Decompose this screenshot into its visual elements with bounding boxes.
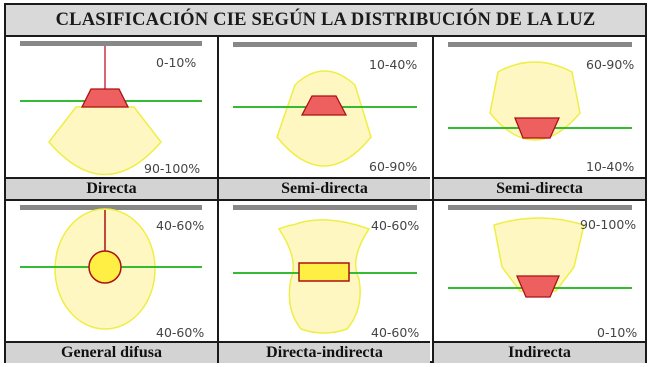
- cell-indirecta: 90-100% 0-10% Indirecta: [434, 201, 647, 363]
- semi-directa-diagram: [233, 42, 417, 167]
- ceiling-bar: [448, 42, 632, 47]
- pct-top: 40-60%: [371, 218, 420, 233]
- pct-bottom: 60-90%: [369, 159, 418, 174]
- luminaire-icon: [298, 262, 350, 282]
- pct-top: 60-90%: [586, 57, 635, 72]
- cell-directa: 0-10% 90-100% Directa: [6, 37, 219, 199]
- luminaire-icon: [88, 250, 122, 284]
- table-title: CLASIFICACIÓN CIE SEGÚN LA DISTRIBUCIÓN …: [6, 5, 645, 37]
- luminaire-icon: [80, 88, 130, 108]
- ceiling-bar: [233, 205, 417, 210]
- cell-label: Indirecta: [434, 341, 645, 363]
- ceiling-bar: [20, 205, 202, 210]
- cell-semi-directa-2: 60-90% 10-40% Semi-directa: [434, 37, 647, 199]
- ceiling-bar: [448, 205, 632, 210]
- pct-bottom: 0-10%: [597, 325, 638, 340]
- cell-label: Directa: [6, 177, 217, 199]
- light-distribution: [48, 106, 162, 176]
- pct-top: 40-60%: [156, 218, 205, 233]
- directa-indirecta-diagram: [233, 205, 417, 334]
- directa-diagram: [20, 41, 202, 176]
- pct-top: 10-40%: [369, 57, 418, 72]
- classification-table: CLASIFICACIÓN CIE SEGÚN LA DISTRIBUCIÓN …: [4, 3, 647, 363]
- cell-label: Semi-directa: [434, 177, 645, 199]
- cell-semi-directa-1: 10-40% 60-90% Semi-directa: [219, 37, 432, 199]
- general-difusa-diagram: [20, 205, 202, 330]
- luminaire-icon: [300, 95, 348, 116]
- cell-label: Directa-indirecta: [219, 341, 430, 363]
- pct-bottom: 90-100%: [144, 161, 201, 176]
- cell-label: General difusa: [6, 341, 217, 363]
- pct-bottom: 40-60%: [156, 325, 205, 340]
- pct-top: 90-100%: [580, 217, 637, 232]
- cell-directa-indirecta: 40-60% 40-60% Directa-indirecta: [219, 201, 432, 363]
- pct-bottom: 40-60%: [371, 325, 420, 340]
- luminaire-icon: [514, 117, 561, 139]
- luminaire-icon: [516, 275, 560, 298]
- indirecta-diagram: [448, 205, 632, 298]
- ceiling-bar: [20, 41, 202, 46]
- pct-top: 0-10%: [156, 55, 197, 70]
- row-divider: [6, 199, 645, 201]
- light-distribution: [276, 70, 372, 167]
- ceiling-bar: [233, 42, 417, 47]
- pct-bottom: 10-40%: [586, 159, 635, 174]
- semi-indirecta-diagram: [448, 42, 632, 141]
- cell-general-difusa: 40-60% 40-60% General difusa: [6, 201, 219, 363]
- cell-label: Semi-directa: [219, 177, 430, 199]
